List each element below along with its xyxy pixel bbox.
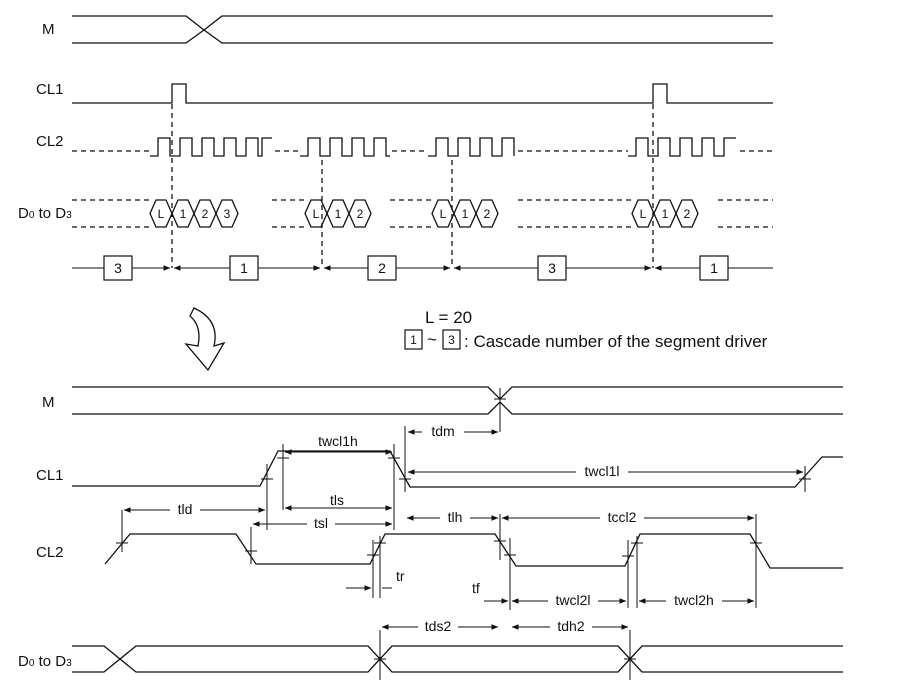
- detail-chart: M CL1 CL2: [18, 386, 843, 680]
- m-waveform-top: [72, 15, 773, 44]
- label-twcl1l: twcl1l: [584, 463, 619, 479]
- data-cell-label: 1: [462, 207, 469, 221]
- l-value-note: L = 20: [425, 308, 472, 327]
- cascade-box-label: 1: [710, 260, 718, 276]
- m-waveform-detail: [72, 386, 843, 432]
- cascade-box: [537, 255, 567, 281]
- data-cell-label: 2: [684, 207, 691, 221]
- data-cells-top: L 1 2 3 L 1 2 L 1 2 L 1 2: [149, 199, 699, 228]
- timing-labels: twcl1h tdm twcl1l tld tls tsl tlh tccl2 …: [170, 423, 722, 635]
- cascade-range-end-box: [442, 329, 461, 350]
- cascade-box-label: 3: [114, 260, 122, 276]
- label-tdm: tdm: [431, 423, 454, 439]
- signal-label-d0-d3-detail: D0 to D3: [18, 653, 72, 670]
- cascade-box: [103, 255, 133, 281]
- cascade-range-end: 3: [448, 333, 455, 347]
- data-cell-label: 1: [662, 207, 669, 221]
- signal-label-cl2-detail: CL2: [36, 544, 64, 561]
- label-tsl: tsl: [314, 515, 328, 531]
- label-tdh2: tdh2: [557, 618, 584, 634]
- label-tlh: tlh: [448, 509, 463, 525]
- label-twcl2l: twcl2l: [555, 592, 590, 608]
- cascade-note-text: : Cascade number of the segment driver: [464, 332, 768, 351]
- cascade-box-label: 2: [378, 260, 386, 276]
- data-bus-waveform-detail: [72, 630, 843, 680]
- cascade-box: [699, 255, 729, 281]
- signal-label-cl2: CL2: [36, 133, 64, 150]
- data-cell: [348, 199, 372, 228]
- label-tccl2: tccl2: [608, 509, 637, 525]
- sync-markers-top: [171, 104, 654, 268]
- cascade-boxes: 3 1 2 3 1: [103, 255, 729, 281]
- signal-label-m: M: [42, 21, 55, 38]
- cascade-box-label: 3: [548, 260, 556, 276]
- cascade-range-start: 1: [410, 333, 417, 347]
- data-cell-label: L: [440, 207, 447, 221]
- label-tf: tf: [472, 580, 480, 596]
- data-cell-label: L: [158, 207, 165, 221]
- label-twcl2h: twcl2h: [674, 592, 714, 608]
- data-cell-label: L: [313, 207, 320, 221]
- label-tds2: tds2: [425, 618, 452, 634]
- cascade-range-start-box: [404, 329, 423, 350]
- cl2-waveform-top: [72, 137, 773, 157]
- signal-label-d0-d3-top: D0 to D3: [18, 205, 72, 222]
- label-tr: tr: [396, 568, 405, 584]
- data-cell-label: 3: [224, 207, 231, 221]
- cl1-waveform-top: [72, 83, 773, 104]
- data-cell-label: 2: [202, 207, 209, 221]
- data-cell: [215, 199, 239, 228]
- label-tld: tld: [178, 501, 193, 517]
- cl1-waveform-detail: [72, 426, 843, 530]
- cascade-range-tilde: ~: [427, 330, 437, 349]
- data-cell-label: L: [640, 207, 647, 221]
- signal-label-cl1: CL1: [36, 81, 64, 98]
- data-bus-waveform-top: [72, 199, 773, 228]
- signal-label-m-detail: M: [42, 394, 55, 411]
- legend-note: L = 20 1 ~ 3 : Cascade number of the seg…: [404, 308, 768, 351]
- data-cell-label: 1: [335, 207, 342, 221]
- data-cell-label: 1: [180, 207, 187, 221]
- cascade-box: [367, 255, 397, 281]
- data-cell: [675, 199, 699, 228]
- overview-chart: M CL1 CL2 D0 to D3: [18, 15, 773, 281]
- zoom-arrow-icon: [184, 307, 226, 372]
- cascade-box: [229, 255, 259, 281]
- data-cell-label: 2: [357, 207, 364, 221]
- signal-label-cl1-detail: CL1: [36, 467, 64, 484]
- data-cell-label: 2: [484, 207, 491, 221]
- label-tls: tls: [330, 492, 344, 508]
- cl2-waveform-detail: [104, 510, 843, 610]
- label-twcl1h: twcl1h: [318, 433, 358, 449]
- cascade-box-label: 1: [240, 260, 248, 276]
- data-cell: [475, 199, 499, 228]
